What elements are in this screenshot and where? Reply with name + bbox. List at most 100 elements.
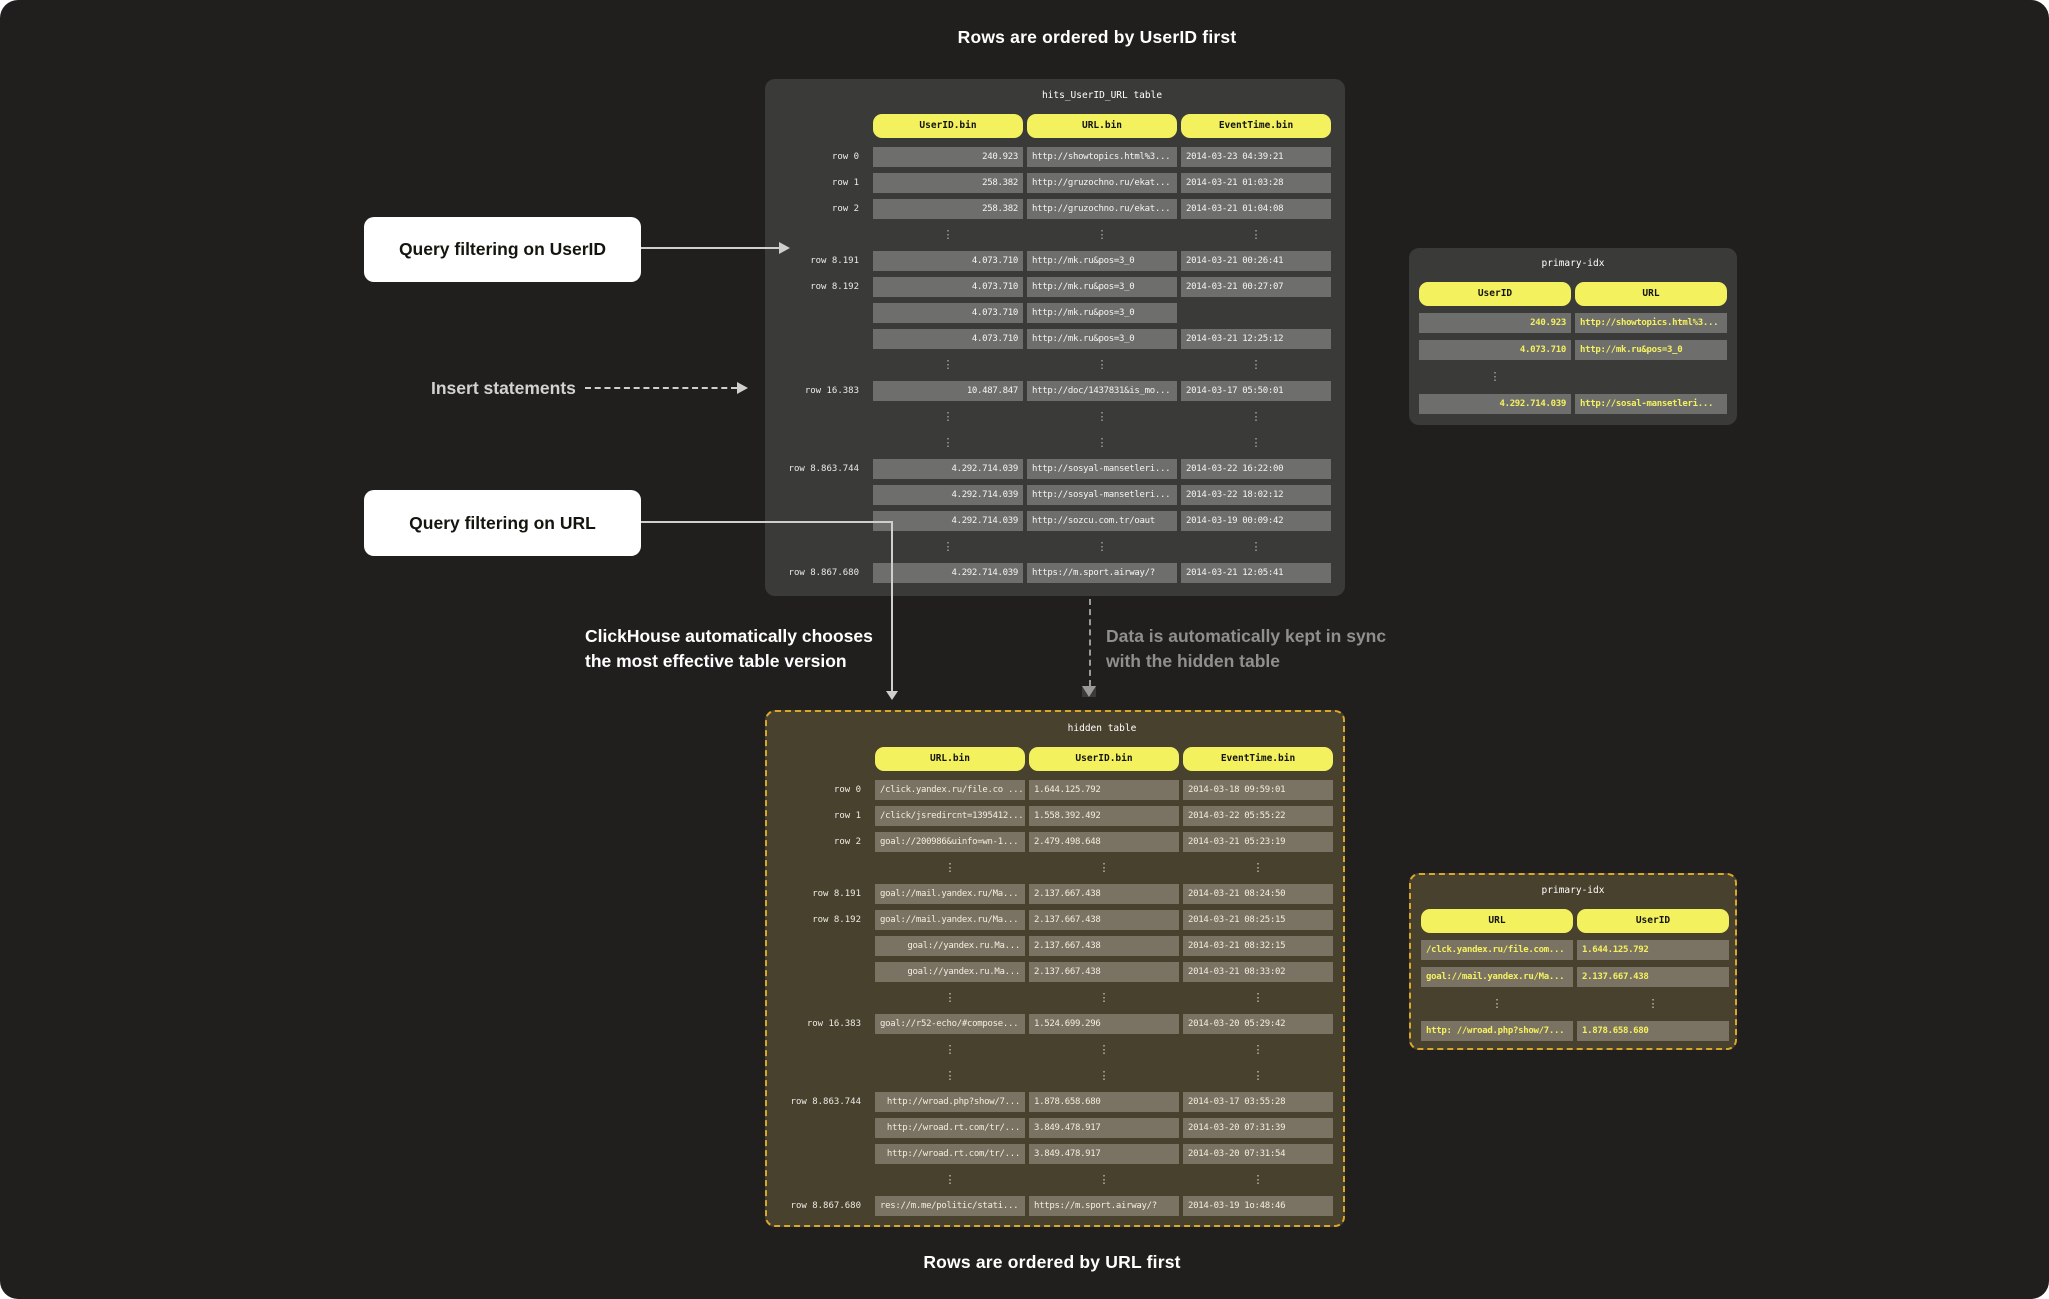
table-cell: 2014-03-19 00:09:42 [1181,511,1331,531]
dots-cell: ⋮ [1252,1173,1264,1186]
top-title: Rows are ordered by UserID first [957,27,1237,47]
table-cell: 2014-03-20 05:29:42 [1183,1014,1333,1034]
table-cell: 1.644.125.792 [1029,780,1179,800]
table-cell: /click/jsredircnt=1395412... [875,806,1025,826]
kept-in-sync-note-line1: Data is automatically kept in sync [1106,626,1387,646]
table-cell: 2014-03-22 18:02:12 [1181,485,1331,505]
dots-cell: ⋮ [1252,861,1264,874]
table-cell: goal://mail.yandex.ru/Ma... [875,910,1025,930]
query-filtering-url-callout: Query filtering on URL [364,490,641,556]
row-label: row 8.191 [812,889,861,899]
table-cell: 2014-03-17 03:55:28 [1183,1092,1333,1112]
table-cell: http://showtopics.html%3... [1027,147,1177,167]
table-row: ⋮⋮⋮ [773,537,1331,557]
dots-cell: ⋮ [1252,991,1264,1004]
row-label: row 0 [831,152,859,162]
table-cell: 2014-03-21 00:26:41 [1181,251,1331,271]
table-row: ⋮⋮⋮ [773,407,1331,427]
table-cell: 4.292.714.039 [873,511,1023,531]
arrow-query-url-vline [891,521,893,692]
table-row: goal://mail.yandex.ru/Ma...2.137.667.438 [1421,967,1729,987]
arrow-query-url-hline [641,521,893,523]
table-row: ⋮⋮⋮ [773,355,1331,375]
table-cell: 4.292.714.039 [873,485,1023,505]
table-cell: 2014-03-22 16:22:00 [1181,459,1331,479]
dots-cell: ⋮ [1250,540,1262,553]
table-cell: 4.073.710 [873,277,1023,297]
dots-cell: ⋮ [942,436,954,449]
table-row: row 0/click.yandex.ru/file.co ...1.644.1… [775,780,1333,800]
dots-cell: ⋮ [944,1069,956,1082]
table-cell: https://m.sport.airway/? [1029,1196,1179,1216]
table-cell: 1.878.658.680 [1029,1092,1179,1112]
column-header: URL.bin [1027,114,1177,138]
dots-cell: ⋮ [1491,997,1503,1010]
table-cell [1181,303,1331,323]
dots-cell: ⋮ [1096,436,1108,449]
table-cell: 4.292.714.039 [1419,394,1571,414]
table-cell: /clck.yandex.ru/file.com... [1421,940,1573,960]
table-cell: 4.073.710 [873,251,1023,271]
dots-cell: ⋮ [1098,1043,1110,1056]
table-cell: 2014-03-17 05:50:01 [1181,381,1331,401]
table-cell: 2.137.667.438 [1029,910,1179,930]
table-cell: http://sosal-mansetleri... [1575,394,1727,414]
arrow-sync-head [1082,686,1096,697]
table-cell: http://mk.ru&pos=3_0 [1575,340,1727,360]
table-cell: 2014-03-22 05:55:22 [1183,806,1333,826]
table-cell: 4.073.710 [873,303,1023,323]
table-cell: http://sosyal-mansetleri... [1027,459,1177,479]
table-cell: 3.849.478.917 [1029,1144,1179,1164]
column-header: UserID.bin [1029,747,1179,771]
table-cell: 2.137.667.438 [1029,962,1179,982]
table-cell: 2014-03-21 01:03:28 [1181,173,1331,193]
table-cell: 1.644.125.792 [1577,940,1729,960]
dots-cell: ⋮ [1647,997,1659,1010]
arrow-sync-line [1089,599,1091,686]
table-cell: http://sosyal-mansetleri... [1027,485,1177,505]
dots-cell: ⋮ [1098,1173,1110,1186]
table-cell: http://wroad.php?show/7... [875,1092,1025,1112]
row-label: row 8.863.744 [788,464,859,474]
column-header: EventTime.bin [1183,747,1333,771]
table-cell: 2014-03-21 12:05:41 [1181,563,1331,583]
table-row: ⋮⋮⋮ [775,988,1329,1008]
primary-idx-top-title: primary-idx [1541,258,1605,269]
row-label: row 8.192 [812,915,861,925]
row-label: row 1 [831,178,859,188]
row-label: row 8.863.744 [790,1097,861,1107]
table-cell: goal://r52-echo/#compose... [875,1014,1025,1034]
dots-cell: ⋮ [1096,228,1108,241]
table-cell: 2014-03-19 1o:48:46 [1183,1196,1333,1216]
arrow-query-url-head [886,691,898,700]
table-row: row 8.863.744 http://wroad.php?show/7...1… [775,1092,1333,1112]
table-cell: http://mk.ru&pos=3_0 [1027,329,1177,349]
table-cell: 2014-03-21 01:04:08 [1181,199,1331,219]
table-cell: http://mk.ru&pos=3_0 [1027,303,1177,323]
table-cell: 2014-03-20 07:31:39 [1183,1118,1333,1138]
dots-cell: ⋮ [1098,991,1110,1004]
table-cell: 2014-03-21 12:25:12 [1181,329,1331,349]
dots-cell: ⋮ [1250,228,1262,241]
table-row: ⋮⋮⋮ [773,433,1331,453]
table-cell: goal://yandex.ru.Ma... [875,962,1025,982]
table-cell: 2014-03-20 07:31:54 [1183,1144,1333,1164]
dots-cell: ⋮ [942,540,954,553]
row-label: row 8.192 [810,282,859,292]
table-cell: 1.878.658.680 [1577,1021,1729,1041]
table-cell: goal://mail.yandex.ru/Ma... [1421,967,1573,987]
dots-cell: ⋮ [1250,410,1262,423]
table-cell: res://m.me/politic/stati... [875,1196,1025,1216]
table-cell: 240.923 [1419,313,1571,333]
